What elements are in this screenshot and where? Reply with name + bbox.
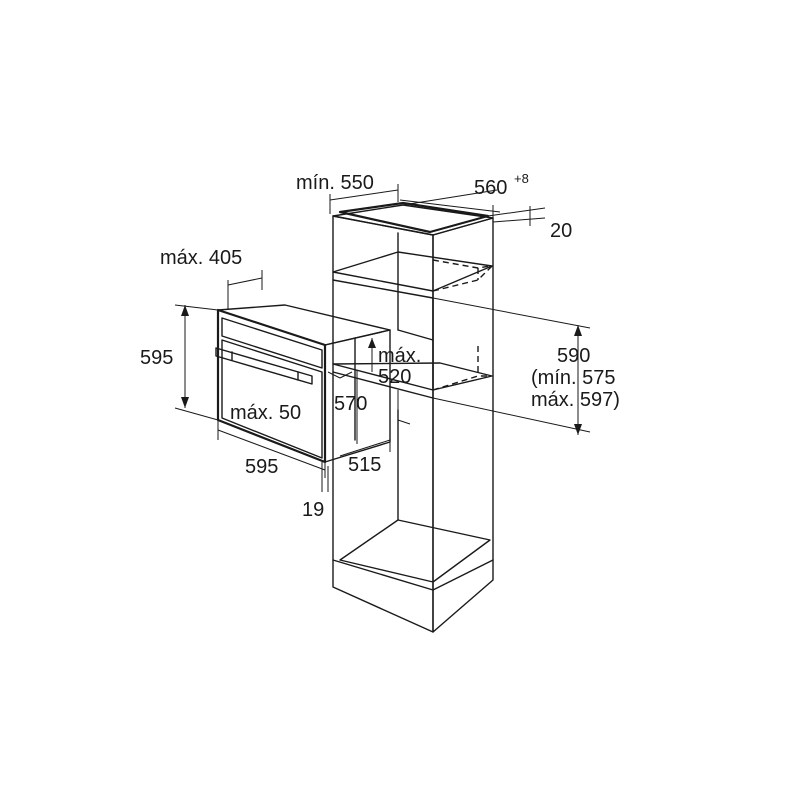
dim-595-height-ext-t: [174, 304, 219, 311]
niche-back-line: [397, 329, 434, 341]
dim-590-ext-b: [432, 397, 591, 433]
label-570: 570: [334, 393, 367, 415]
lower-shelf-front: [332, 371, 434, 399]
hidden-line-upper-2: [432, 265, 493, 292]
dim-590-arrow-b: [574, 424, 582, 435]
label-595-width: 595: [245, 456, 278, 478]
label-590: 590: [557, 345, 590, 367]
upper-shelf: [332, 251, 493, 292]
label-19: 19: [302, 499, 324, 521]
dimension-lines: [174, 184, 591, 492]
dim-595-height-arrow-b: [181, 397, 189, 408]
tall-cabinet: [332, 201, 494, 633]
oven-door: [221, 339, 323, 459]
cabinet-top-edge: [338, 201, 490, 234]
dim-595-height-arrow-t: [181, 305, 189, 316]
label-560: 560: [474, 177, 507, 199]
label-515: 515: [348, 454, 381, 476]
plinth-side: [432, 559, 494, 591]
cabinet-right-side: [432, 217, 494, 633]
cabinet-bottom-shelf: [339, 519, 491, 583]
label-max-520-line1: máx.: [378, 345, 421, 367]
dim-515-ext-2: [397, 419, 411, 425]
label-max-50: máx. 50: [230, 402, 301, 424]
label-20: 20: [550, 220, 572, 242]
dimension-labels: mín. 550 560 +8 20 máx. 405 595 máx. 520…: [140, 171, 620, 521]
label-560-superscript: +8: [514, 171, 529, 186]
dim-max-50-line: [327, 371, 341, 379]
dim-max-520-arrow: [368, 338, 376, 348]
dim-595-width-line: [217, 429, 326, 471]
dim-590-arrow-t: [574, 325, 582, 336]
label-max-405: máx. 405: [160, 247, 242, 269]
label-595-height: 595: [140, 347, 173, 369]
dim-max-405-line: [227, 277, 263, 286]
hidden-line-lower-1: [432, 375, 490, 391]
dim-20-line-2: [492, 217, 546, 223]
label-min-550: mín. 550: [296, 172, 374, 194]
label-min-575: (mín. 575: [531, 367, 615, 389]
oven-front-panel: [216, 308, 327, 464]
upper-shelf-front: [332, 279, 434, 299]
plinth-top: [332, 559, 434, 591]
label-max-597: máx. 597): [531, 389, 620, 411]
oven-control-panel: [221, 317, 323, 369]
oven-handle: [215, 347, 313, 385]
dim-590-ext-t: [432, 297, 591, 329]
dim-min-550-line: [329, 189, 399, 201]
label-max-520-line2: 520: [378, 366, 411, 388]
dim-570-line-1: [339, 371, 353, 379]
dim-20-line-1: [487, 207, 546, 217]
dim-515-line: [339, 439, 391, 457]
dim-560-line: [399, 199, 501, 213]
oven: [215, 304, 391, 464]
dim-595-height-ext-b: [174, 407, 219, 421]
lower-shelf: [332, 362, 493, 391]
